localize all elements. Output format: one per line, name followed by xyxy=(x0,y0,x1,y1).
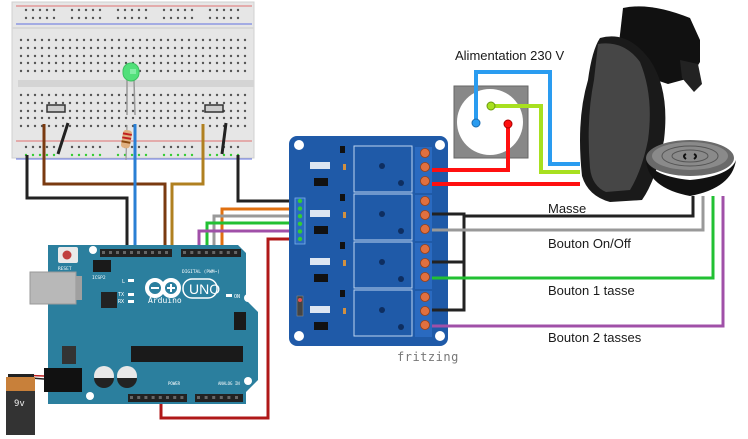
screw-terminal xyxy=(420,210,430,220)
pushbutton-right[interactable] xyxy=(204,104,224,113)
wire-mains-red-1 xyxy=(432,124,510,172)
wire-orange xyxy=(220,207,300,250)
wire-masse xyxy=(464,196,695,218)
wire-mains-blue xyxy=(474,70,580,166)
wire-onoff-gray xyxy=(432,196,705,232)
screw-terminal xyxy=(420,162,430,172)
jumper[interactable] xyxy=(296,295,304,317)
led-tx-label: TX xyxy=(118,292,124,298)
reset-label: RESET xyxy=(58,266,72,272)
resistor xyxy=(120,124,133,161)
screw-terminal xyxy=(420,224,430,234)
analog-label: ANALOG IN xyxy=(218,381,240,386)
digital-label: DIGITAL (PWM~) xyxy=(182,269,220,275)
arduino-model-label: UNO xyxy=(189,281,220,297)
fritzing-watermark: fritzing xyxy=(397,350,459,364)
relay-input-header xyxy=(294,197,306,245)
battery-label: 9v xyxy=(14,399,25,409)
wires-mains xyxy=(432,70,580,186)
outlet-terminal-red xyxy=(503,119,513,129)
wire-1cup-green xyxy=(432,196,715,280)
analog-header xyxy=(195,394,243,402)
wire-green xyxy=(205,221,300,250)
led-l-label: L xyxy=(122,279,125,285)
bb-jumper-right xyxy=(220,122,228,155)
screw-terminal xyxy=(420,258,430,268)
led-rx-label: RX xyxy=(118,299,124,305)
relay-channel-4 xyxy=(310,289,432,337)
wire-gnd-black xyxy=(25,155,129,250)
wire-gnd-to-relay xyxy=(236,155,300,203)
outlet-terminal-blue xyxy=(471,118,481,128)
icsp-header xyxy=(93,260,246,330)
screw-terminal xyxy=(420,292,430,302)
wire-gray xyxy=(212,214,300,250)
screw-terminal xyxy=(420,320,430,330)
bb-jumper-left xyxy=(56,122,70,155)
screw-terminal xyxy=(420,244,430,254)
capacitors xyxy=(94,366,137,388)
wires-relay-machine xyxy=(432,196,725,328)
breadboard xyxy=(11,1,255,161)
button-onoff-label: Bouton On/Off xyxy=(548,236,631,251)
relay-channel-1 xyxy=(310,145,432,193)
arduino-brand-label: Arduino xyxy=(148,296,182,305)
battery-9v xyxy=(6,374,45,435)
wires-breadboard-arduino xyxy=(25,124,300,250)
button-1-cup-label: Bouton 1 tasse xyxy=(548,283,635,298)
relay-module xyxy=(289,136,448,346)
wire-5v-red xyxy=(159,237,300,420)
power-label: POWER xyxy=(168,381,181,386)
digital-header-2 xyxy=(181,249,241,257)
green-led xyxy=(122,62,140,116)
outlet xyxy=(453,85,529,159)
button-2-cups-label: Bouton 2 tasses xyxy=(548,330,642,345)
wire-ground-common xyxy=(432,212,466,264)
screw-terminal xyxy=(420,176,430,186)
outlet-terminal-lime xyxy=(486,101,496,111)
wire-brown xyxy=(42,124,167,250)
screw-terminal xyxy=(420,306,430,316)
regulator xyxy=(62,346,76,364)
icsp-label: ICSP2 xyxy=(92,275,106,281)
coffee-machine xyxy=(580,6,736,202)
wire-purple xyxy=(197,229,300,250)
digital-header-1 xyxy=(100,249,172,257)
screw-terminal xyxy=(420,148,430,158)
atmega-chip xyxy=(131,346,243,362)
power-header xyxy=(128,394,187,402)
power-supply-label: Alimentation 230 V xyxy=(455,48,565,63)
wires-arduino-relay xyxy=(159,207,300,420)
ground-label: Masse xyxy=(548,201,587,216)
arduino-logo xyxy=(145,278,218,299)
relay-channel-3 xyxy=(310,241,432,289)
led-on-label: ON xyxy=(234,294,240,300)
power-jack xyxy=(44,368,82,392)
wire-ochre xyxy=(170,124,205,250)
screw-terminal xyxy=(420,272,430,282)
screw-terminal xyxy=(420,196,430,206)
pushbutton-left[interactable] xyxy=(46,104,66,113)
wire-mains-lime xyxy=(491,104,580,174)
usb-port xyxy=(29,271,77,305)
breadboard-holes xyxy=(19,8,247,157)
arduino-uno xyxy=(29,245,258,404)
usb-chip xyxy=(101,292,117,308)
relay-channel-2 xyxy=(310,193,432,241)
wire-2cups-purple xyxy=(432,196,725,328)
